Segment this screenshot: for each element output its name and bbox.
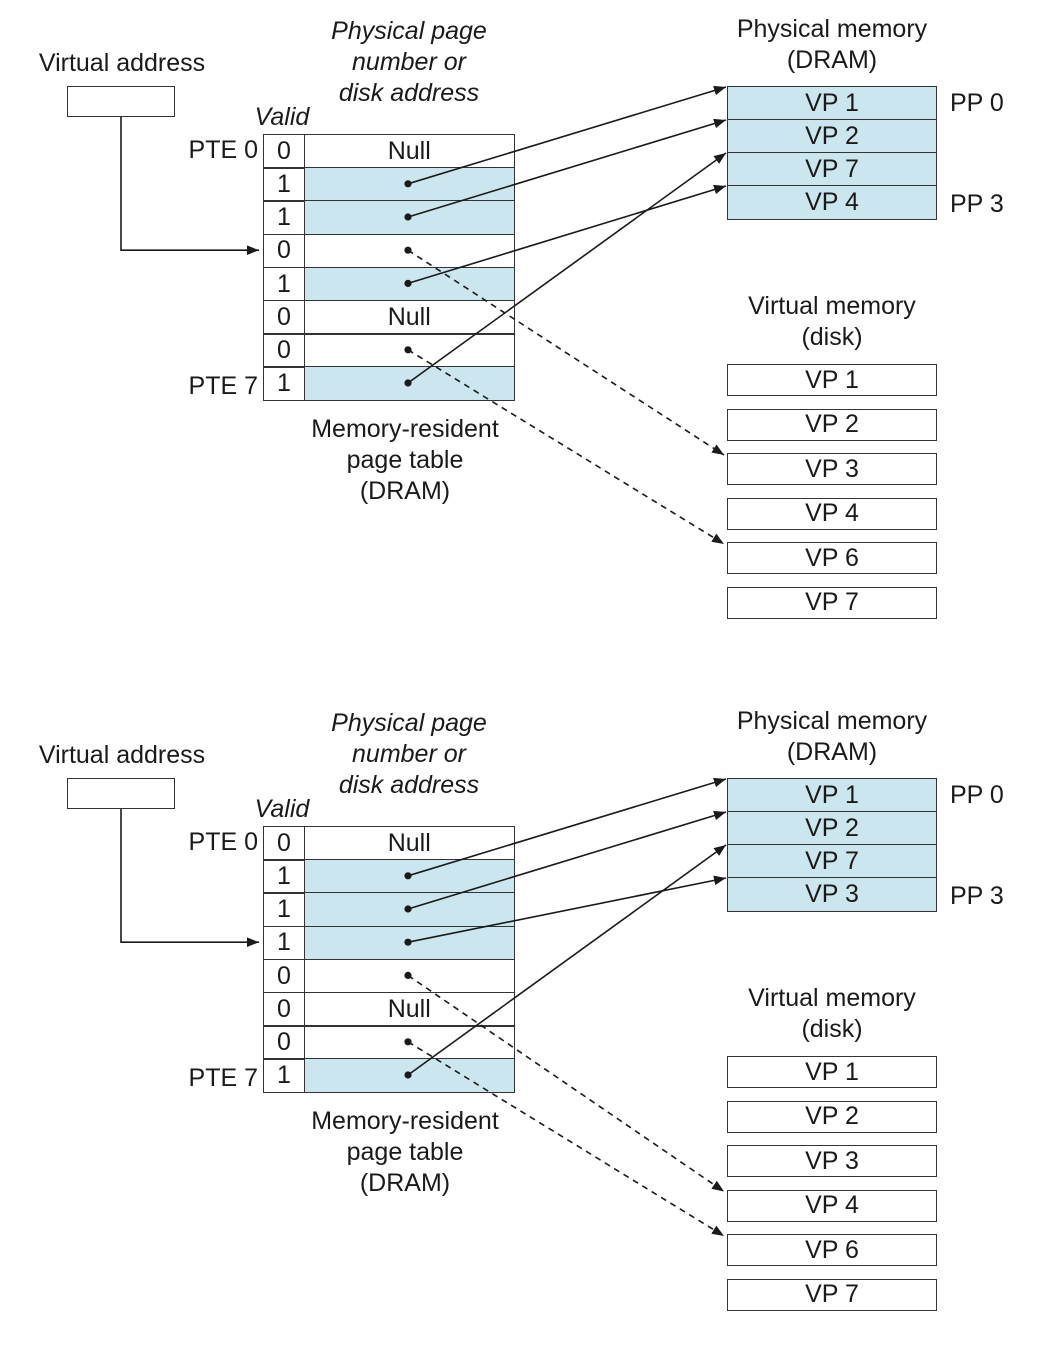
disk-page: VP 2 [727,408,937,441]
disk-page: VP 7 [727,586,937,619]
physical-memory-title: (DRAM) [786,738,878,766]
physical-page: VP 4 [727,185,937,220]
pte-0-label: PTE 0 [188,828,258,856]
disk-page: VP 6 [727,542,937,574]
physical-page: VP 1 [727,86,937,121]
virtual-address-label: Virtual address [38,49,206,77]
pte-address-cell [303,233,515,269]
pte-column-header: Physical page [331,17,487,45]
physical-page: VP 1 [727,778,937,813]
pte-address-cell [303,859,515,894]
physical-page: VP 7 [727,152,937,187]
pte-address-cell: Null [303,992,515,1027]
physical-memory-title: Physical memory [736,15,928,43]
pte-address-cell: Null [303,300,515,335]
pte-valid-bit: 1 [263,266,305,302]
pte-address-cell [303,366,515,402]
valid-column-header: Valid [254,103,310,131]
disk-page: VP 7 [727,1278,937,1311]
valid-column-header: Valid [254,795,310,823]
virtual-address-box [67,778,175,809]
virtual-memory-title: (disk) [801,1015,863,1043]
pte-valid-bit: 0 [263,826,305,861]
pte-valid-bit: 1 [263,925,305,961]
pte-address-cell [303,892,515,928]
disk-page: VP 2 [727,1100,937,1133]
pte-address-cell [303,958,515,994]
physical-memory-title: Physical memory [736,707,928,735]
disk-page: VP 1 [727,364,937,396]
page-table-caption: Memory-resident [311,1107,499,1135]
physical-page: VP 3 [727,877,937,912]
pte-address-cell: Null [303,134,515,169]
disk-page: VP 3 [727,453,937,485]
pp-0-label: PP 0 [950,781,1004,809]
page-table-diagram-after: Virtual address Physical page number or dis… [0,692,1050,1356]
pte-address-cell [303,1058,515,1094]
virtual-memory-title: Virtual memory [748,292,916,320]
physical-page: VP 2 [727,811,937,846]
disk-page: VP 6 [727,1234,937,1266]
pte-column-header: disk address [338,79,480,107]
physical-page: VP 7 [727,844,937,879]
pte-address-cell [303,266,515,302]
disk-page: VP 3 [727,1145,937,1177]
pte-valid-bit: 0 [263,134,305,169]
disk-page: VP 4 [727,1189,937,1222]
pte-address-cell [303,167,515,202]
pte-address-cell [303,200,515,236]
pte-valid-bit: 0 [263,300,305,335]
pte-0-label: PTE 0 [188,136,258,164]
pte-7-label: PTE 7 [188,372,258,401]
pte-valid-bit: 1 [263,859,305,894]
virtual-address-label: Virtual address [38,741,206,769]
pte-valid-bit: 0 [263,992,305,1027]
page-table-caption: Memory-resident [311,415,499,443]
pp-0-label: PP 0 [950,89,1004,117]
pp-3-label: PP 3 [950,190,1004,218]
physical-memory-title: (DRAM) [786,46,878,74]
pte-valid-bit: 1 [263,1058,305,1094]
pte-valid-bit: 1 [263,167,305,202]
virtual-address-box [67,86,175,117]
virtual-memory-title: Virtual memory [748,984,916,1012]
pte-valid-bit: 1 [263,366,305,402]
pte-address-cell: Null [303,826,515,861]
page-table-caption: page table [346,446,464,474]
pte-7-label: PTE 7 [188,1064,258,1093]
page-table-caption: page table [346,1138,464,1166]
pte-valid-bit: 0 [263,333,305,368]
pte-column-header: Physical page [331,709,487,737]
disk-page: VP 4 [727,497,937,530]
physical-page: VP 2 [727,119,937,154]
pte-address-cell [303,925,515,961]
pte-column-header: number or [352,48,466,76]
pte-valid-bit: 1 [263,200,305,236]
pte-column-header: number or [352,740,466,768]
disk-page: VP 1 [727,1056,937,1088]
pte-address-cell [303,333,515,368]
pte-address-cell [303,1025,515,1060]
page-table-caption: (DRAM) [359,1169,451,1197]
pte-valid-bit: 1 [263,892,305,928]
pte-column-header: disk address [338,771,480,799]
virtual-memory-title: (disk) [801,323,863,351]
page-table-caption: (DRAM) [359,477,451,505]
pte-valid-bit: 0 [263,233,305,269]
page-table-diagram-before: Virtual address Physical page number or dis… [0,0,1050,664]
pte-valid-bit: 0 [263,958,305,994]
pp-3-label: PP 3 [950,882,1004,910]
pte-valid-bit: 0 [263,1025,305,1060]
